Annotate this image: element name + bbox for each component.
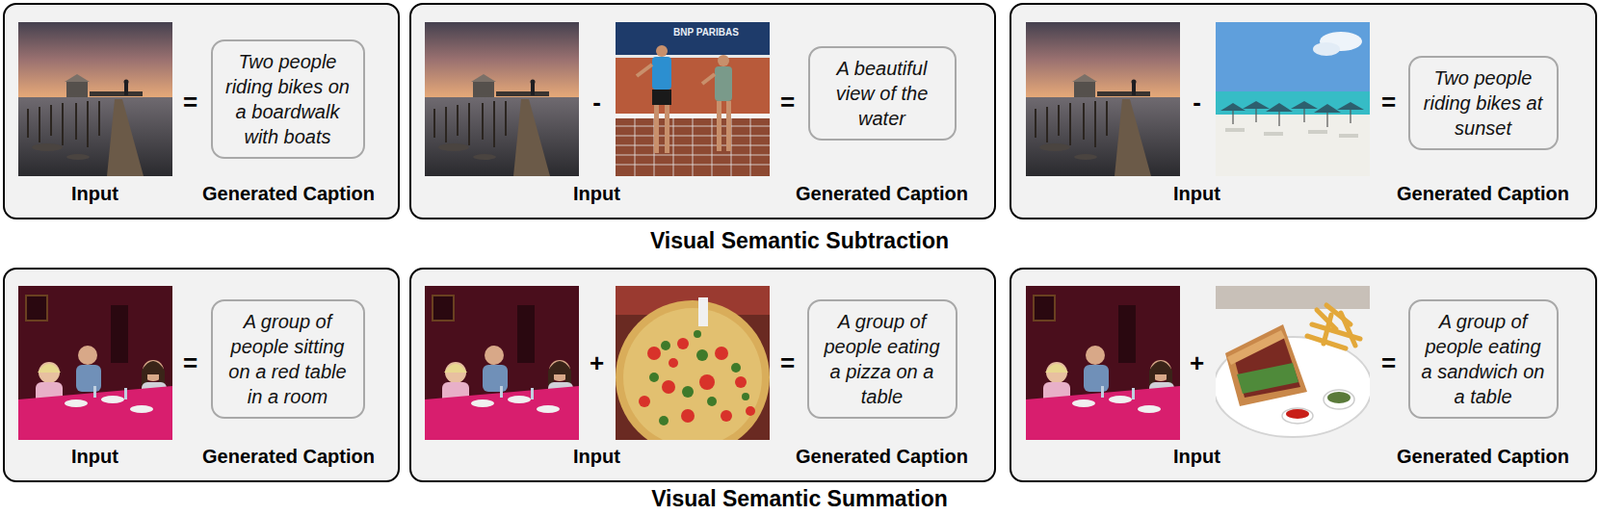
panel-label: Input [71, 182, 119, 205]
panel-label: Input [71, 445, 119, 468]
caption-text: A group of people eating a sandwich on a… [1417, 309, 1549, 410]
panel-label: Input [573, 182, 621, 205]
panel-label: Generated Caption [202, 182, 375, 205]
operator-symbol: = [1381, 86, 1396, 117]
panel-label: Input [573, 445, 621, 468]
caption-text: A group of people sitting on a red table… [220, 309, 356, 410]
caption-box: Two people riding bikes on a boardwalk w… [210, 39, 366, 159]
example-panel: = Input Generated Caption Two people riding… [2, 2, 400, 220]
operator-symbol: = [183, 347, 198, 378]
operator-symbol: = [780, 347, 795, 378]
panel-label: Generated Caption [202, 445, 375, 468]
example-panel: - = Input Generated Caption Two people ridin… [1009, 2, 1598, 220]
example-panel: + = Input Generated Caption A group of peopl… [409, 267, 997, 483]
panel-label: Generated Caption [1396, 182, 1570, 205]
operator-symbol: = [183, 86, 198, 117]
panel-label: Generated Caption [795, 445, 969, 468]
operator-symbol: + [589, 347, 604, 378]
caption-box: A group of people sitting on a red table… [210, 299, 366, 420]
panel-label: Generated Caption [1396, 445, 1570, 468]
example-panel: + = Input Generated Caption A group of peopl… [1009, 267, 1598, 483]
caption-text: A group of people eating a pizza on a ta… [816, 309, 948, 410]
section-title: Visual Semantic Subtraction [650, 228, 949, 255]
photo-text: BNP PARIBAS [673, 26, 739, 38]
caption-text: A beautiful view of the water [817, 55, 947, 132]
operator-symbol: = [1381, 347, 1396, 378]
panel-label: Generated Caption [795, 182, 969, 205]
section-title: Visual Semantic Summation [651, 486, 948, 513]
operator-symbol: - [1192, 86, 1202, 117]
operator-symbol: - [592, 86, 602, 117]
caption-text: Two people riding bikes at sunset [1417, 65, 1549, 141]
panel-label: Input [1173, 445, 1221, 468]
operator-symbol: + [1189, 347, 1205, 378]
panel-label: Input [1173, 182, 1221, 205]
caption-box: A group of people eating a pizza on a ta… [807, 299, 958, 420]
caption-box: A group of people eating a sandwich on a… [1408, 299, 1559, 420]
caption-box: A beautiful view of the water [808, 46, 957, 141]
example-panel: = Input Generated Caption A group of people… [2, 267, 400, 483]
operator-symbol: = [780, 86, 795, 117]
caption-text: Two people riding bikes on a boardwalk w… [220, 49, 356, 150]
caption-box: Two people riding bikes at sunset [1408, 55, 1559, 151]
